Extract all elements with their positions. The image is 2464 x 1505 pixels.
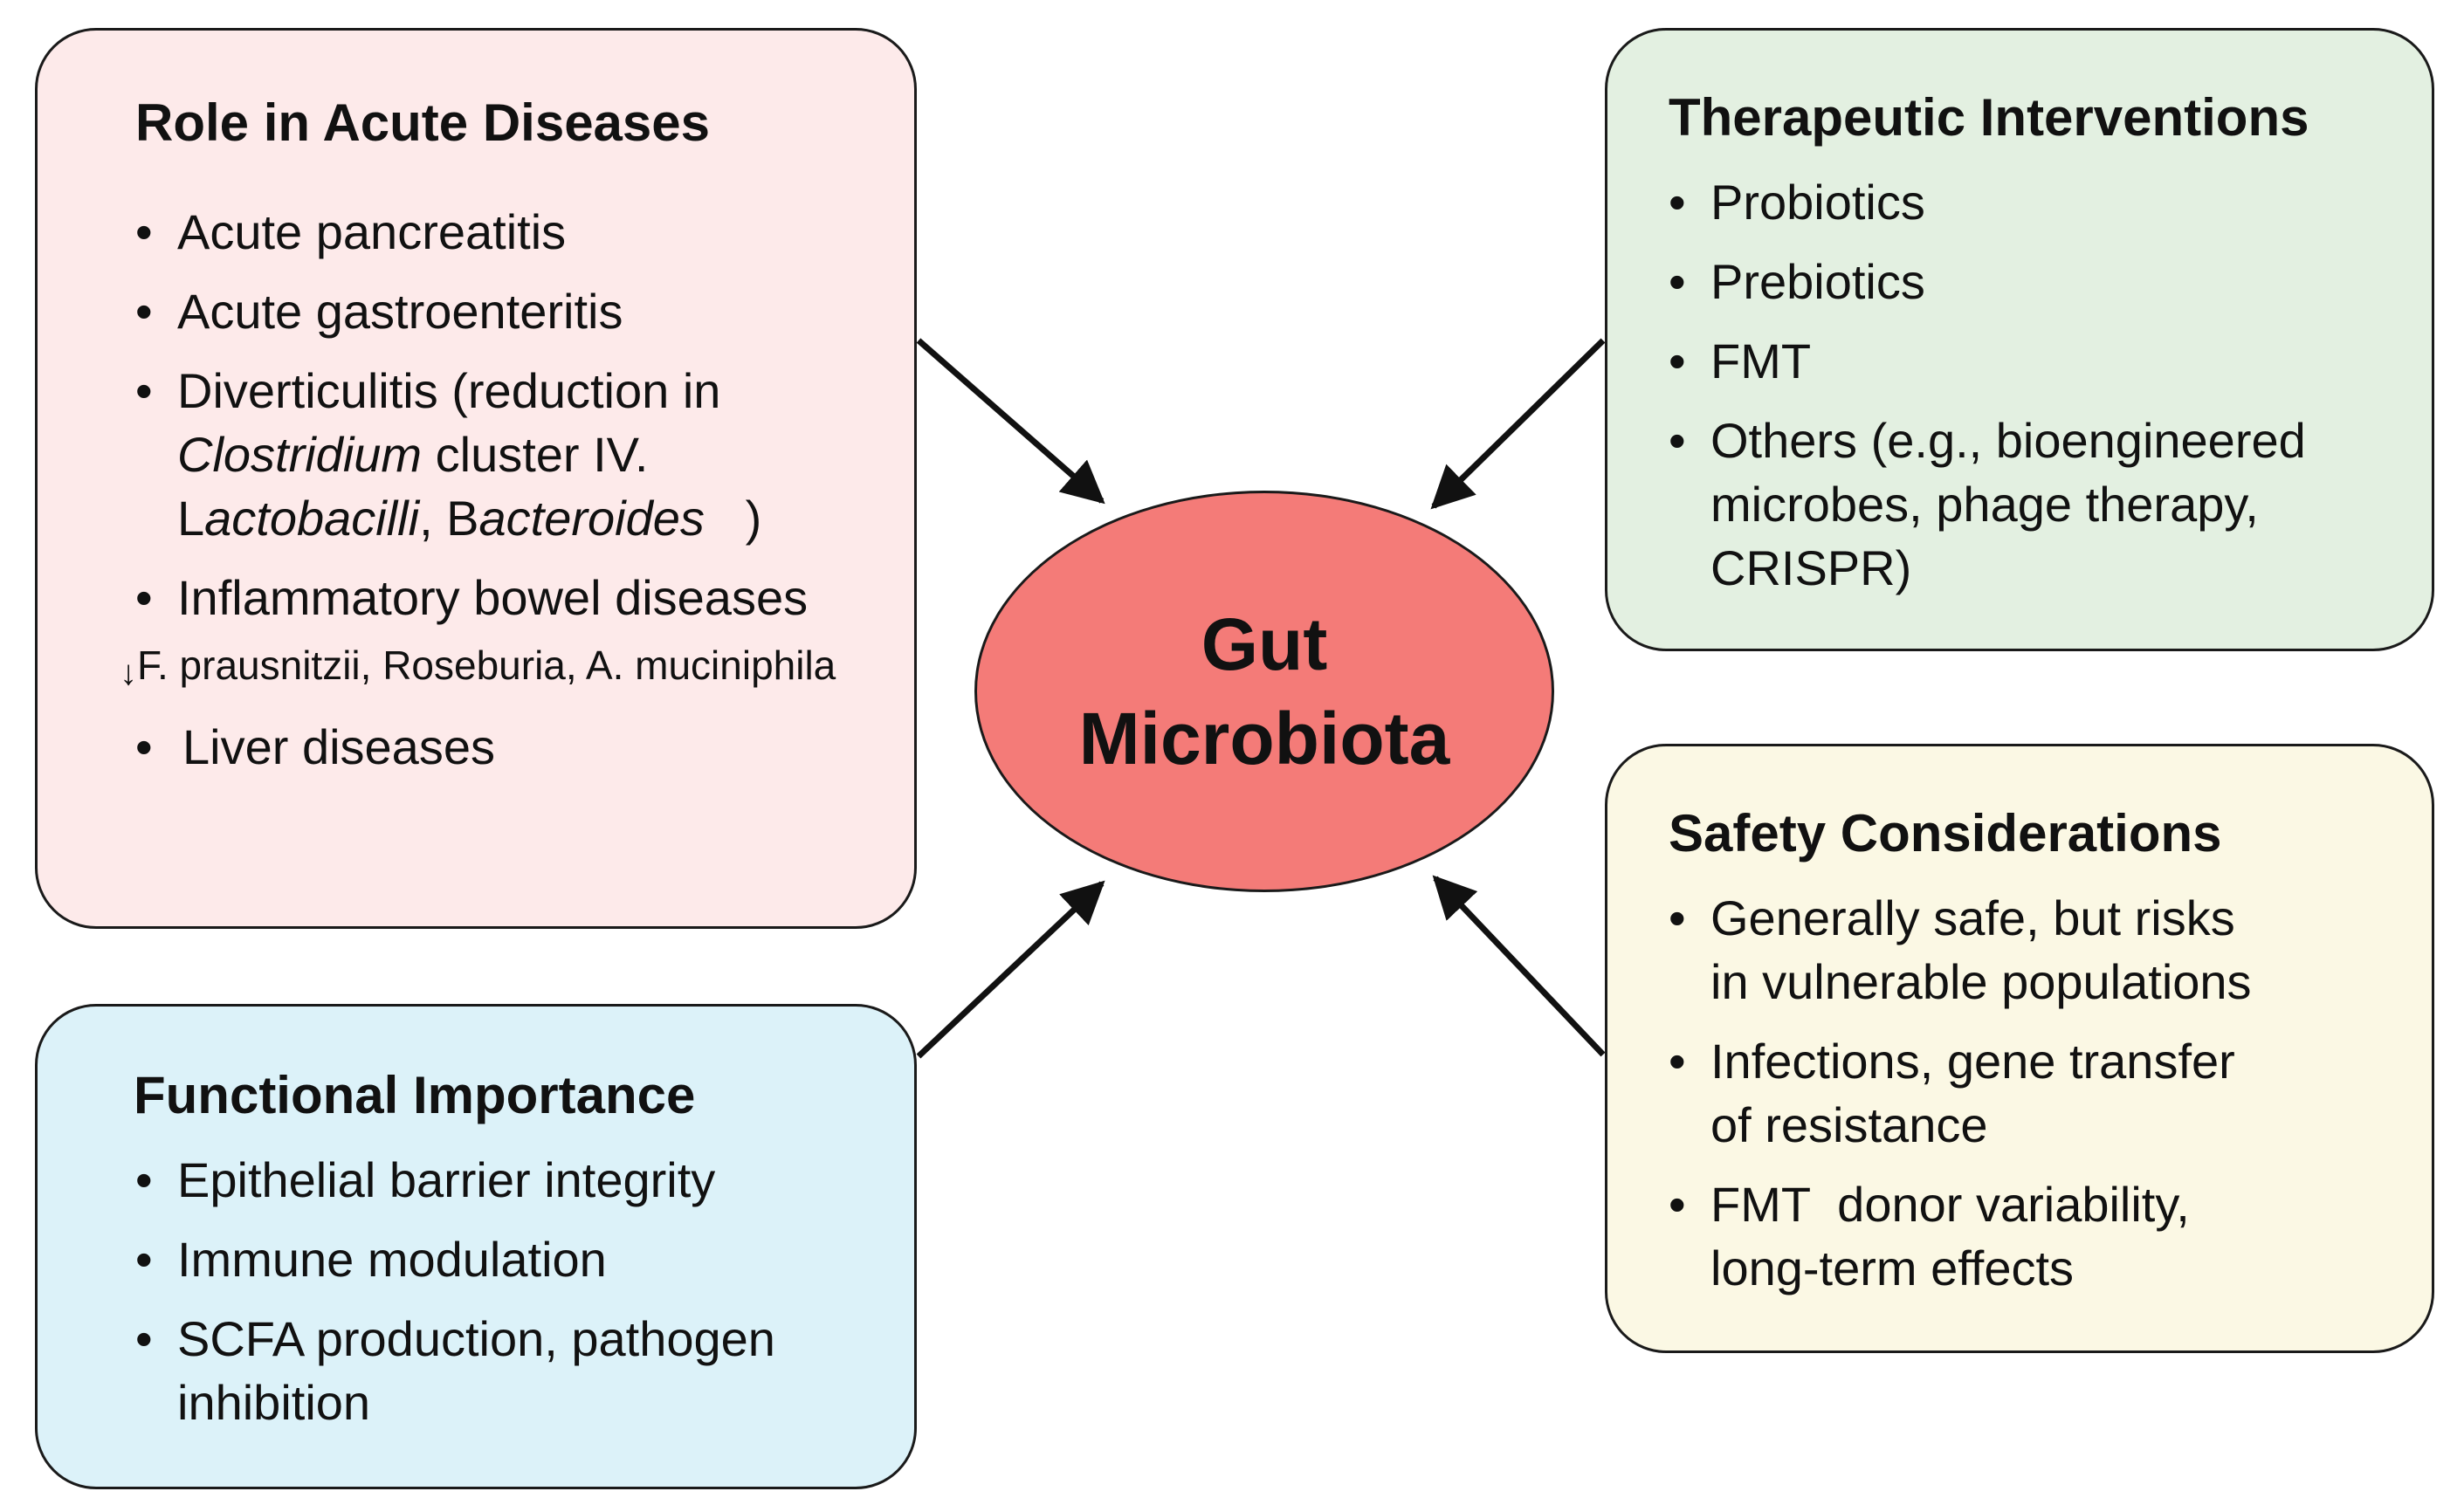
list-item: Inflammatory bowel diseases (132, 566, 808, 629)
list-item-diverticulitis: Diverticulitis (reduction in Clostridium… (132, 359, 808, 550)
list-item: FMT donor variability, long-term effects (1665, 1172, 2252, 1300)
ibd-species-line: ↓F. prausnitzii, Roseburia, A. muciniphi… (120, 643, 836, 692)
gut-microbiota-node: Gut Microbiota (974, 491, 1554, 892)
functional-importance-title: Functional Importance (134, 1066, 696, 1124)
acute-diseases-box: Role in Acute Diseases Acute pancreatiti… (35, 28, 917, 929)
arrow-acute-to-center (916, 338, 1105, 505)
list-item: Probiotics (1665, 170, 2306, 234)
list-item: Infections, gene transfer of resistance (1665, 1029, 2252, 1157)
functional-importance-box: Functional Importance Epithelial barrier… (35, 1004, 917, 1489)
acute-diseases-list: Acute pancreatitis Acute gastroenteritis… (132, 200, 808, 794)
arrow-safety-to-center (1432, 875, 1606, 1057)
safety-considerations-list: Generally safe, but risks in vulnerable … (1665, 886, 2252, 1316)
arrow-therapeutic-to-center (1430, 338, 1606, 510)
list-item: Prebiotics (1665, 250, 2306, 313)
therapeutic-interventions-box: Therapeutic Interventions Probiotics Pre… (1605, 28, 2434, 651)
list-item: Immune modulation (132, 1227, 775, 1291)
list-item: Generally safe, but risks in vulnerable … (1665, 886, 2252, 1014)
list-item: FMT (1665, 329, 2306, 393)
safety-considerations-title: Safety Considerations (1669, 804, 2222, 862)
list-item: Epithelial barrier integrity (132, 1148, 775, 1212)
down-arrow-icon: ↓ (120, 654, 137, 692)
genus-bacteroides: acteroides (478, 491, 705, 546)
therapeutic-interventions-title: Therapeutic Interventions (1669, 88, 2309, 147)
therapeutic-interventions-list: Probiotics Prebiotics FMT Others (e.g., … (1665, 170, 2306, 615)
functional-importance-list: Epithelial barrier integrity Immune modu… (132, 1148, 775, 1450)
center-label: Gut Microbiota (1078, 603, 1450, 780)
list-item: Others (e.g., bioengineered microbes, ph… (1665, 409, 2306, 600)
list-item: Acute gastroenteritis (132, 279, 808, 343)
list-item: SCFA production, pathogen inhibition (132, 1307, 775, 1434)
genus-clostridium: Clostridium (177, 427, 423, 482)
acute-diseases-title: Role in Acute Diseases (135, 93, 711, 152)
arrow-functional-to-center (916, 880, 1105, 1059)
genus-lactobacilli: actobacilli (204, 491, 420, 546)
list-item: Liver diseases (132, 715, 808, 779)
safety-considerations-box: Safety Considerations Generally safe, bu… (1605, 744, 2434, 1353)
list-item: Acute pancreatitis (132, 200, 808, 264)
